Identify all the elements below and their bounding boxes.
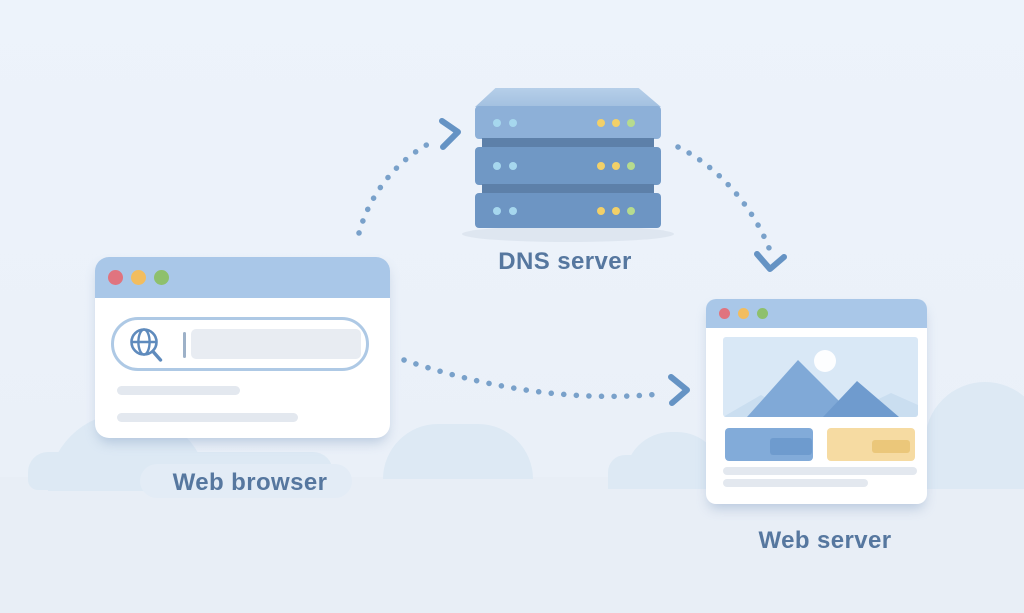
led-icon bbox=[627, 162, 635, 170]
arrowhead-dns-to-webserver bbox=[754, 251, 787, 272]
arrow-browser-to-webserver bbox=[401, 357, 663, 400]
window-close-dot-icon bbox=[719, 308, 730, 319]
mountain-image-placeholder bbox=[723, 337, 918, 417]
cloud-middle bbox=[383, 424, 533, 479]
window-minimize-dot-icon bbox=[738, 308, 749, 319]
dns-server-shadow bbox=[462, 226, 674, 242]
web-browser-label: Web browser bbox=[172, 469, 328, 496]
window-close-dot-icon bbox=[108, 270, 123, 285]
sun-icon bbox=[814, 350, 836, 372]
dns-server-top-face bbox=[475, 88, 661, 107]
page-button-tan bbox=[827, 428, 915, 461]
led-icon bbox=[597, 162, 605, 170]
window-maximize-dot-icon bbox=[757, 308, 768, 319]
web-browser-illustration bbox=[95, 257, 390, 438]
led-icon bbox=[612, 118, 620, 127]
led-icon bbox=[627, 206, 635, 215]
led-icon bbox=[597, 118, 605, 127]
led-icon bbox=[493, 162, 501, 170]
address-input-field bbox=[191, 329, 361, 359]
arrow-dns-to-webserver bbox=[675, 144, 772, 251]
arrowhead-browser-to-webserver bbox=[668, 374, 690, 406]
dns-rack-connector bbox=[482, 138, 654, 148]
web-server-illustration bbox=[706, 299, 927, 504]
text-placeholder-line bbox=[117, 413, 298, 422]
dns-rack-connector bbox=[482, 184, 654, 194]
dns-server-illustration bbox=[462, 88, 674, 243]
led-icon bbox=[627, 118, 635, 127]
led-icon bbox=[597, 206, 605, 215]
led-icon bbox=[612, 206, 620, 215]
arrowhead-browser-to-dns bbox=[439, 118, 461, 150]
dns-server-label: DNS server bbox=[498, 248, 632, 275]
led-icon bbox=[509, 206, 517, 215]
text-placeholder-line bbox=[117, 386, 240, 395]
led-icon bbox=[612, 162, 620, 170]
mountains-icon bbox=[723, 360, 918, 417]
text-placeholder-line bbox=[723, 467, 917, 475]
web-server-label: Web server bbox=[758, 527, 892, 554]
text-placeholder-line bbox=[723, 479, 868, 487]
led-icon bbox=[509, 118, 517, 127]
server-titlebar bbox=[706, 299, 927, 328]
globe-search-icon bbox=[130, 328, 163, 362]
cloud-behind-browser-label bbox=[140, 464, 352, 498]
window-maximize-dot-icon bbox=[154, 270, 169, 285]
arrow-browser-to-dns bbox=[356, 137, 439, 236]
address-bar bbox=[111, 317, 369, 371]
browser-titlebar bbox=[95, 257, 390, 298]
text-cursor bbox=[183, 332, 186, 358]
dns-rack-unit-3 bbox=[475, 193, 661, 228]
led-icon bbox=[493, 118, 501, 127]
button-label-placeholder bbox=[872, 440, 910, 453]
led-icon bbox=[509, 162, 517, 170]
dns-rack-unit-2 bbox=[475, 147, 661, 185]
led-icon bbox=[493, 206, 501, 215]
dns-rack-unit-1 bbox=[475, 106, 661, 139]
button-label-placeholder bbox=[770, 438, 812, 455]
page-button-blue bbox=[725, 428, 813, 461]
window-minimize-dot-icon bbox=[131, 270, 146, 285]
